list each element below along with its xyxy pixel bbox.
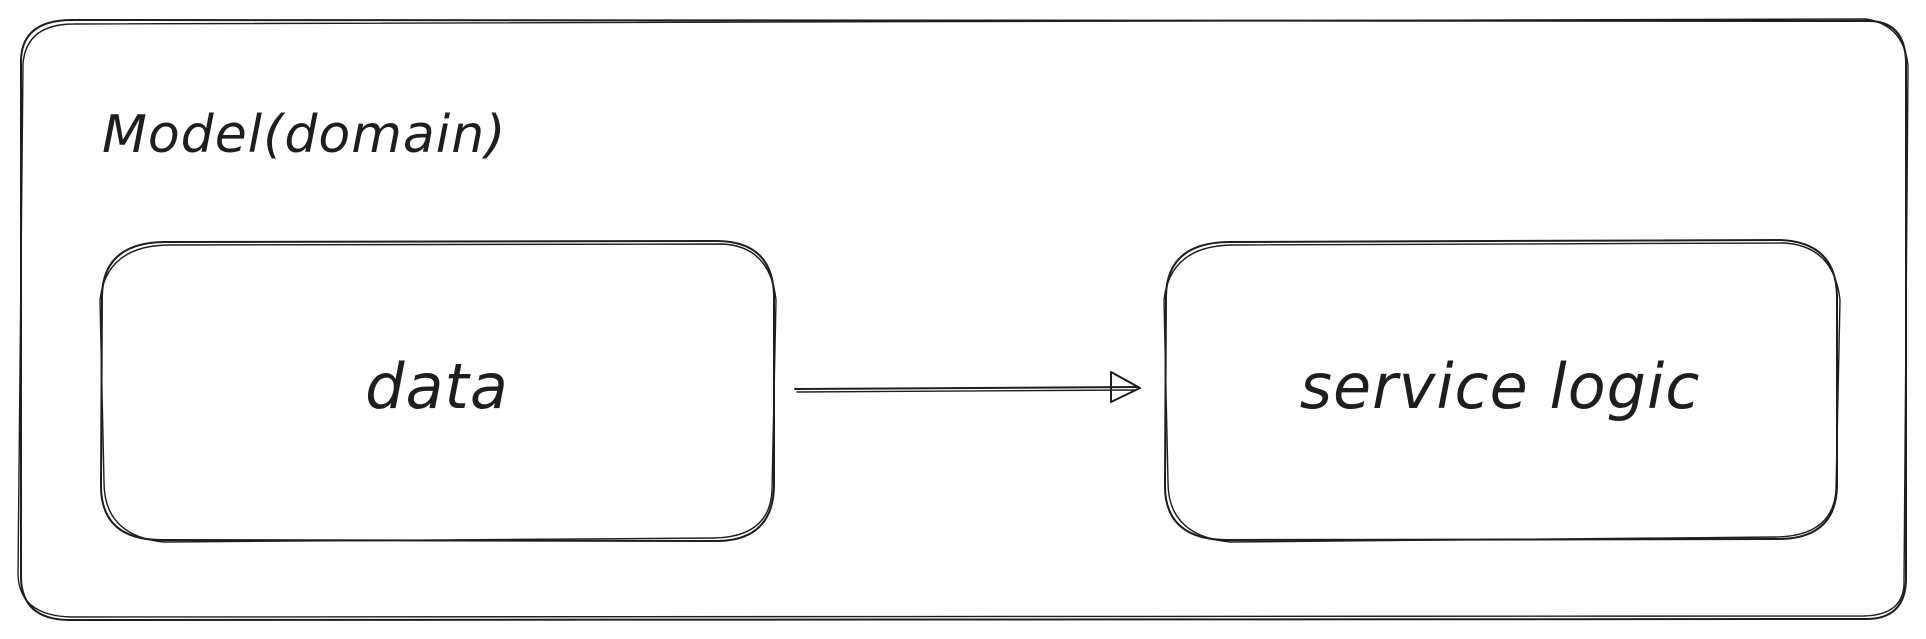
arrowhead-icon (1110, 371, 1141, 403)
node-data-label: data (365, 350, 509, 423)
model-domain-container[interactable]: Model(domain) (17, 18, 1909, 621)
edge-data-to-service-logic[interactable] (794, 371, 1141, 403)
node-service-logic[interactable]: service logic (1163, 239, 1841, 543)
node-data[interactable]: data (99, 240, 777, 543)
container-title: Model(domain) (102, 105, 506, 165)
node-service-logic-label: service logic (1300, 350, 1701, 423)
